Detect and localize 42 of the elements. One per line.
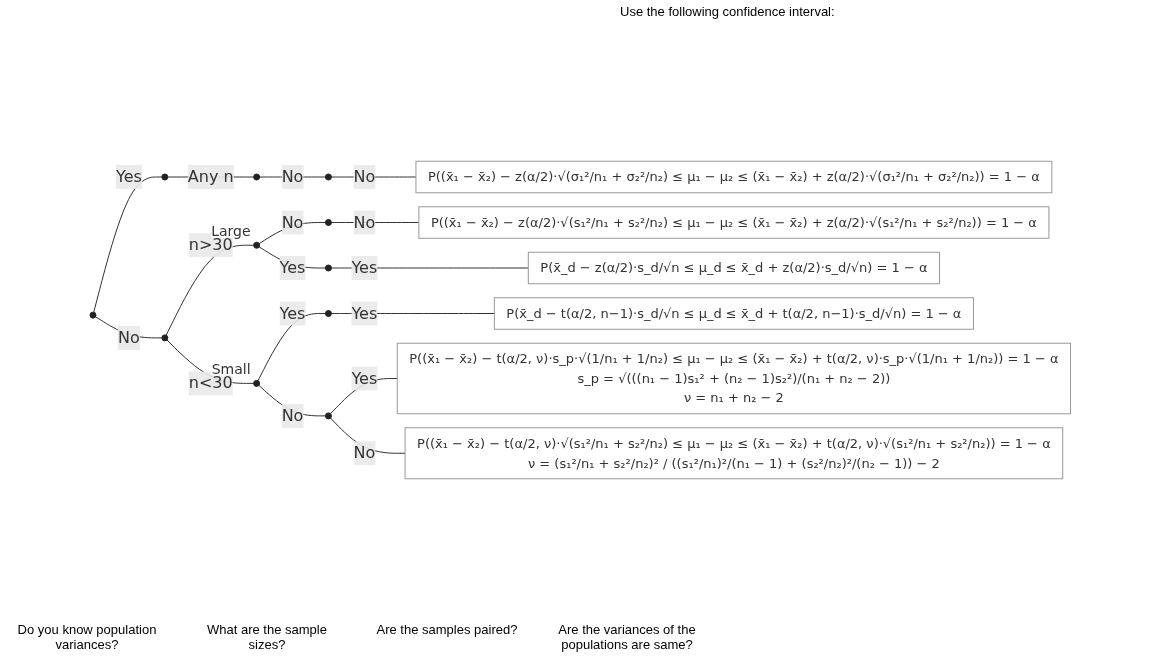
node-circle bbox=[89, 311, 97, 319]
node-box: P((x̄₁ − x̄₂) − z(α/2)·√(σ₁²/n₁ + σ₂²/n₂) ≤ μ₁ − μ₂ ≤ (x̄₁ − x̄₂) + z(α/2)·√(σ₁²/n₁ + σ₂²/n₂)) = 1 − α bbox=[415, 160, 1053, 194]
edge-label: Yes bbox=[351, 258, 378, 277]
connector bbox=[93, 176, 163, 313]
edge-label: Yes bbox=[279, 303, 306, 323]
node-circle bbox=[161, 173, 169, 181]
edge-label: Yes bbox=[116, 167, 143, 186]
question-text: Are the samples paired? bbox=[375, 622, 519, 639]
edge-label: Any n bbox=[188, 167, 234, 186]
node-box: P(x̄_d − z(α/2)·s_d/√n ≤ μ_d ≤ x̄_d + z(α/2)·s_d/√n) = 1 − α bbox=[528, 251, 941, 285]
node-circle bbox=[161, 334, 169, 342]
edge-label: No bbox=[281, 405, 304, 425]
edge-label: No bbox=[281, 212, 304, 232]
edge-label: No bbox=[281, 167, 304, 186]
edge-label: Yes bbox=[351, 303, 378, 323]
edge-label: Yes bbox=[351, 368, 378, 388]
edge-label: No bbox=[118, 327, 141, 347]
node-circle bbox=[325, 412, 333, 420]
node-box: P((x̄₁ − x̄₂) − z(α/2)·√(s₁²/n₁ + s₂²/n₂) ≤ μ₁ − μ₂ ≤ (x̄₁ − x̄₂) + z(α/2)·√(s₁²/n₁ + s₂²/n₂)) = 1 − α bbox=[418, 206, 1050, 239]
edge-label: No bbox=[353, 212, 376, 232]
edge-label: n>30 bbox=[189, 235, 233, 255]
connector bbox=[331, 267, 530, 269]
node-circle bbox=[253, 241, 261, 249]
node-box: P((x̄₁ − x̄₂) − t(α/2, ν)·s_p·√(1/n₁ + 1/n₂) ≤ μ₁ − μ₂ ≤ (x̄₁ − x̄₂) + t(α/2, ν)·s_p·√(1/n₁ + 1/n₂)) = 1 − α s_p = √(((n₁ − 1)s₁² + (n₂ − 1)s₂²)/(n₁ + n₂ − 2)) ν = n₁ + n₂ − 2 bbox=[397, 342, 1072, 415]
connector bbox=[258, 222, 327, 245]
edge-label: No bbox=[353, 443, 376, 463]
node-box: P(x̄_d − t(α/2, n−1)·s_d/√n ≤ μ_d ≤ x̄_d + t(α/2, n−1)·s_d/√n) = 1 − α bbox=[494, 297, 975, 330]
heading-text: Use the following confidence interval: bbox=[620, 4, 836, 19]
edge-label: No bbox=[353, 167, 376, 186]
connector bbox=[330, 417, 406, 454]
node-circle bbox=[325, 310, 333, 317]
node-box: P((x̄₁ − x̄₂) − t(α/2, ν)·√(s₁²/n₁ + s₂²/n₂) ≤ μ₁ − μ₂ ≤ (x̄₁ − x̄₂) + t(α/2, ν)·√(s₁²/n₁ + s₂²/n₂)) = 1 − α ν = (s₁²/n₁ + s₂²/n₂)² / ((s₁²/n₁)²/(n₁ − 1) + (s₂²/n₂)²/(n₂ − 1)) − 2 bbox=[404, 427, 1064, 480]
node-circle bbox=[253, 379, 261, 387]
node-circle bbox=[325, 219, 333, 226]
question-text: Are the variances of the populations are same? bbox=[557, 622, 697, 652]
node-circle bbox=[325, 264, 333, 272]
question-text: What are the sample sizes? bbox=[206, 622, 328, 652]
edge-label: Yes bbox=[279, 258, 306, 277]
edge-label: n<30 bbox=[189, 373, 233, 393]
node-circle bbox=[253, 173, 261, 181]
question-text: Do you know population variances? bbox=[16, 622, 158, 652]
node-circle bbox=[325, 173, 333, 181]
